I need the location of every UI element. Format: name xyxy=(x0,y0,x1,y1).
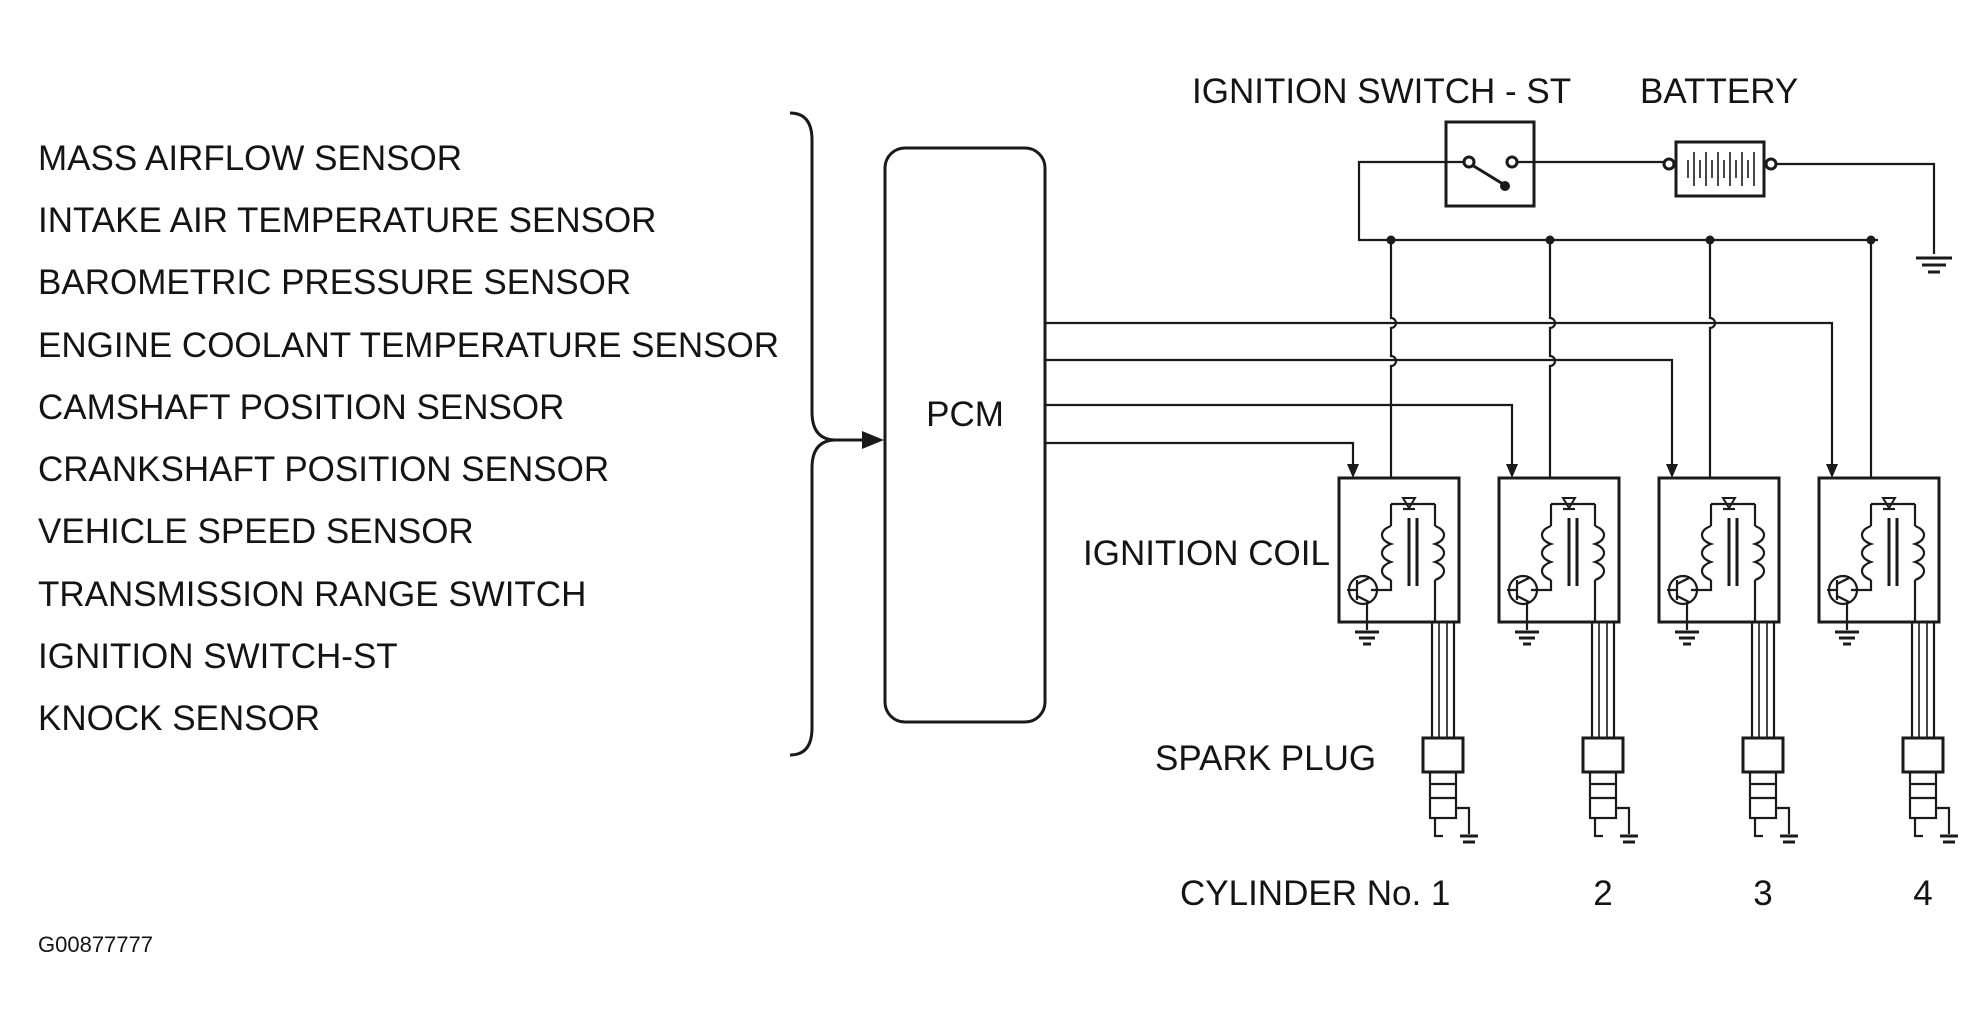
figure-id: G00877777 xyxy=(38,932,153,957)
input-knock-sensor: KNOCK SENSOR xyxy=(38,699,320,738)
pcm-output-line-3 xyxy=(1046,358,1674,470)
coil-ground-icon xyxy=(1355,630,1379,646)
coil-unit-4 xyxy=(1817,476,1941,630)
cylinder-label-2: 2 xyxy=(1593,874,1612,913)
pcm-box xyxy=(883,146,1047,724)
coil-unit-3 xyxy=(1657,476,1781,630)
supply-drop-3 xyxy=(1708,240,1717,505)
input-crankshaft-position-sensor: CRANKSHAFT POSITION SENSOR xyxy=(38,450,609,489)
input-engine-coolant-temperature-sensor: ENGINE COOLANT TEMPERATURE SENSOR xyxy=(38,326,779,365)
input-camshaft-position-sensor: CAMSHAFT POSITION SENSOR xyxy=(38,388,564,427)
supply-drop-2 xyxy=(1548,240,1557,505)
input-transmission-range-switch: TRANSMISSION RANGE SWITCH xyxy=(38,575,586,614)
ignition-switch-label: IGNITION SWITCH - ST xyxy=(1192,72,1571,111)
battery-ground-icon xyxy=(1916,256,1952,274)
battery-to-ground-wire xyxy=(1776,162,1936,254)
pcm-label: PCM xyxy=(926,395,1004,434)
spark-plug-2 xyxy=(1581,620,1638,844)
coil-ground-icon xyxy=(1835,630,1859,646)
arrow-head xyxy=(1347,464,1359,478)
input-arrow-head xyxy=(862,431,884,449)
input-ignition-switch-st: IGNITION SWITCH-ST xyxy=(38,637,398,676)
ignition-coil-label: IGNITION COIL xyxy=(1083,534,1330,573)
input-mass-airflow-sensor: MASS AIRFLOW SENSOR xyxy=(38,139,462,178)
cylinder-label-4: 4 xyxy=(1913,874,1932,913)
input-sensor-list: MASS AIRFLOW SENSOR INTAKE AIR TEMPERATU… xyxy=(38,139,779,738)
cylinder-label-1: CYLINDER No. 1 xyxy=(1180,874,1450,913)
pcm-output-line-2 xyxy=(1046,403,1514,470)
coil-unit-2 xyxy=(1497,476,1621,630)
input-vehicle-speed-sensor: VEHICLE SPEED SENSOR xyxy=(38,512,474,551)
spark-plug-label: SPARK PLUG xyxy=(1155,739,1376,778)
battery-label: BATTERY xyxy=(1640,72,1798,111)
ignition-switch-symbol xyxy=(1444,120,1536,208)
spark-plug-3 xyxy=(1741,620,1798,844)
supply-drop-1 xyxy=(1389,240,1398,505)
coil-unit-1 xyxy=(1337,476,1461,630)
battery-symbol xyxy=(1662,140,1778,198)
supply-wire xyxy=(1357,160,1878,242)
spark-plug-4 xyxy=(1901,620,1958,844)
arrow-head xyxy=(1666,464,1678,478)
spark-plug-1 xyxy=(1421,620,1478,844)
input-barometric-pressure-sensor: BAROMETRIC PRESSURE SENSOR xyxy=(38,263,631,302)
coil-ground-icon xyxy=(1515,630,1539,646)
input-intake-air-temperature-sensor: INTAKE AIR TEMPERATURE SENSOR xyxy=(38,201,656,240)
arrow-head xyxy=(1506,464,1518,478)
pcm-output-line-1 xyxy=(1046,441,1355,470)
input-brace xyxy=(789,111,837,757)
coil-ground-icon xyxy=(1675,630,1699,646)
cylinder-label-3: 3 xyxy=(1753,874,1772,913)
pcm-output-line-4 xyxy=(1046,321,1834,470)
arrow-head xyxy=(1826,464,1838,478)
